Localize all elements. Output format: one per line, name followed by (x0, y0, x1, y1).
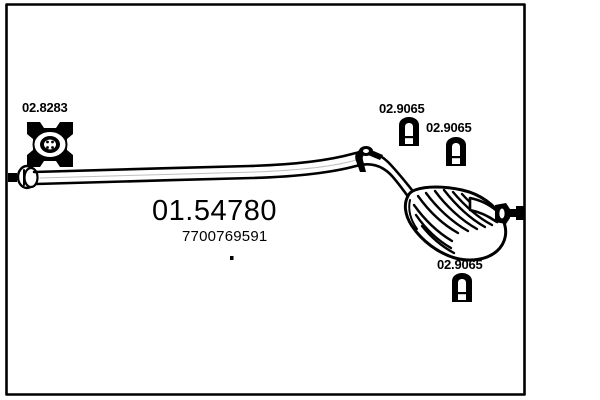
center-dot-mark (230, 256, 234, 260)
clamp-icon-upper-right (446, 137, 466, 166)
pipe-bottom-edge (34, 163, 416, 207)
pipe-hanger-bracket-group (355, 146, 383, 172)
exhaust-gasket-group: 02.8283 (22, 100, 73, 167)
exhaust-clamp-upper-right-group: 02.9065 (426, 120, 472, 166)
muffler-edge-highlight (408, 199, 418, 230)
clamp-top-left-label: 02.9065 (379, 101, 425, 116)
tailpipe-border-block (516, 206, 525, 220)
exhaust-pipe-group (32, 150, 416, 207)
diagram-border (5, 3, 526, 396)
clamp-icon-lower (452, 273, 472, 302)
tail-pipe-group (468, 196, 525, 224)
exhaust-clamp-lower-group: 02.9065 (437, 257, 483, 302)
clamp-bottom-label: 02.9065 (437, 257, 483, 272)
muffler-hatching (412, 188, 499, 255)
gasket-left-label: 02.8283 (22, 100, 68, 115)
tailpipe-outlet-hole (499, 208, 505, 219)
clamp-top-right-label: 02.9065 (426, 120, 472, 135)
clamp-icon-upper-left (399, 117, 419, 146)
flange-stub (8, 173, 17, 182)
main-part-number: 01.54780 (152, 195, 277, 227)
oem-reference-number: 7700769591 (182, 228, 267, 245)
pipe-center-line (39, 159, 357, 179)
gasket-icon (27, 122, 73, 167)
exhaust-clamp-upper-left-group: 02.9065 (379, 101, 425, 146)
hanger-mount-hole (363, 149, 369, 153)
pipe-top-edge (32, 150, 414, 192)
